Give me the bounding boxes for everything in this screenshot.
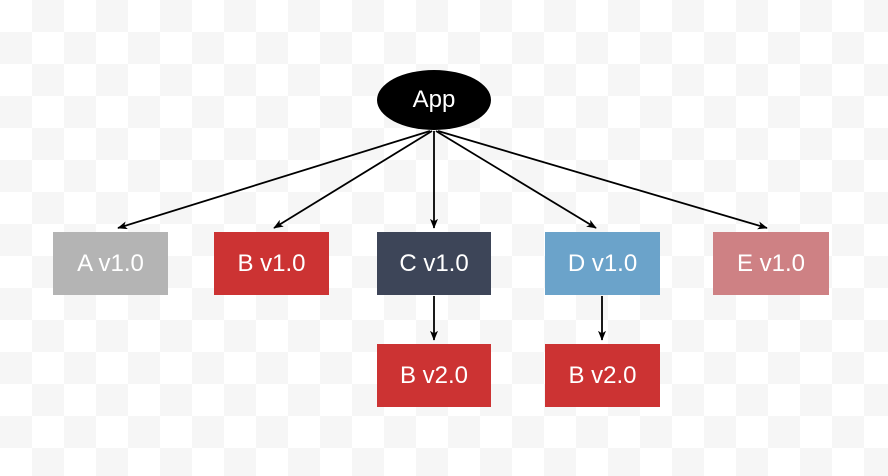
node-d-v1-label: D v1.0 — [567, 249, 638, 277]
node-a-v1-label: A v1.0 — [77, 249, 144, 277]
node-a-v1[interactable]: A v1.0 — [53, 232, 168, 295]
edge-group — [117, 130, 768, 341]
node-d-v1[interactable]: D v1.0 — [545, 232, 660, 295]
node-app[interactable]: App — [377, 70, 491, 130]
node-c-v1-label: C v1.0 — [399, 249, 469, 277]
node-e-v1[interactable]: E v1.0 — [713, 232, 829, 295]
node-app-label: App — [412, 86, 456, 113]
node-c-v1[interactable]: C v1.0 — [377, 232, 491, 295]
node-b-v1[interactable]: B v1.0 — [214, 232, 329, 295]
node-b-v2-from-c[interactable]: B v2.0 — [377, 344, 491, 407]
edge-app-to-a1 — [117, 130, 431, 230]
edge-app-to-d1 — [435, 130, 597, 229]
edge-app-to-e1 — [437, 130, 768, 230]
node-b-v2-from-d[interactable]: B v2.0 — [545, 344, 660, 407]
node-b-v1-label: B v1.0 — [237, 249, 306, 277]
node-e-v1-label: E v1.0 — [736, 249, 806, 277]
node-b-v2-from-d-label: B v2.0 — [568, 361, 637, 389]
node-b-v2-from-c-label: B v2.0 — [399, 361, 469, 389]
edge-app-to-b1 — [273, 130, 433, 229]
